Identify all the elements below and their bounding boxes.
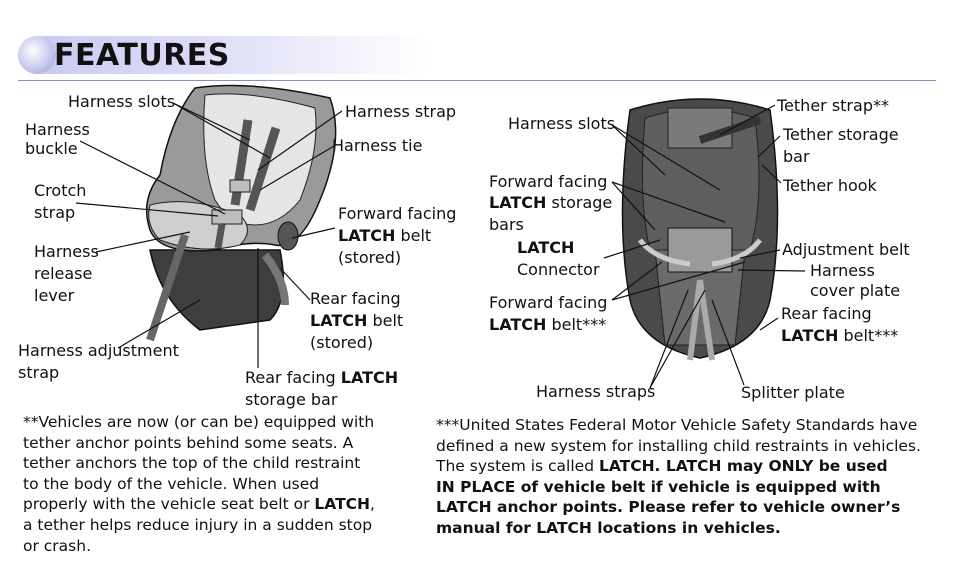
label-r-fwd-belt-1: Forward facing <box>489 293 608 312</box>
page-title: FEATURES <box>54 38 230 73</box>
label-harness-slots: Harness slots <box>68 92 176 111</box>
note-tether: **Vehicles are now (or can be) equipped … <box>23 413 375 555</box>
label-crotch-strap-1: Crotch <box>34 181 87 200</box>
label-harness-release-2: release <box>34 264 93 283</box>
right-leader-lines <box>603 104 806 389</box>
label-r-rear-belt-2: LATCH belt*** <box>781 326 899 345</box>
label-r-rear-belt-1: Rear facing <box>781 304 872 323</box>
label-r-fwd-storage-1: Forward facing <box>489 172 608 191</box>
label-harness-strap: Harness strap <box>345 102 457 121</box>
label-rear-bar-1: Rear facing LATCH <box>245 368 399 387</box>
label-harness-adjustment-2: strap <box>18 363 60 382</box>
label-rear-latch-2: LATCH belt <box>310 311 404 330</box>
right-seat-drawing <box>621 98 779 361</box>
label-r-fwd-storage-3: bars <box>489 215 524 234</box>
label-r-cover-plate-2: cover plate <box>810 281 901 300</box>
label-harness-tie: Harness tie <box>332 136 423 155</box>
label-r-tether-storage-2: bar <box>783 147 810 166</box>
label-r-cover-plate-1: Harness <box>810 261 875 280</box>
header-circle-ornament <box>18 36 56 74</box>
label-r-harness-straps: Harness straps <box>536 382 656 401</box>
label-r-tether-strap: Tether strap** <box>777 96 889 115</box>
left-leader-lines <box>75 102 343 368</box>
label-r-fwd-belt-2: LATCH belt*** <box>489 315 607 334</box>
label-r-latch-connector-2: Connector <box>517 260 600 279</box>
label-r-tether-hook: Tether hook <box>783 176 877 195</box>
label-rear-latch-1: Rear facing <box>310 289 401 308</box>
label-fwd-latch-1: Forward facing <box>338 204 457 223</box>
header-rule <box>18 80 936 81</box>
note-latch-standards: ***United States Federal Motor Vehicle S… <box>436 416 921 537</box>
label-harness-buckle-2: buckle <box>25 139 78 158</box>
label-harness-adjustment-1: Harness adjustment <box>18 341 179 360</box>
label-crotch-strap-2: strap <box>34 203 76 222</box>
label-r-splitter-plate: Splitter plate <box>741 383 845 402</box>
label-rear-bar-2: storage bar <box>245 390 338 409</box>
header-band <box>18 36 428 74</box>
label-harness-release-3: lever <box>34 286 75 305</box>
label-r-harness-slots: Harness slots <box>508 114 616 133</box>
label-harness-release-1: Harness <box>34 242 99 261</box>
label-rear-latch-3: (stored) <box>310 333 374 352</box>
label-r-latch-connector-1: LATCH <box>517 238 575 257</box>
label-fwd-latch-2: LATCH belt <box>338 226 432 245</box>
label-r-fwd-storage-2: LATCH storage <box>489 193 613 212</box>
label-harness-buckle-1: Harness <box>25 120 90 139</box>
label-fwd-latch-3: (stored) <box>338 248 402 267</box>
label-r-adjustment-belt: Adjustment belt <box>782 240 910 259</box>
left-seat-drawing <box>145 84 337 342</box>
label-r-tether-storage-1: Tether storage <box>783 125 899 144</box>
